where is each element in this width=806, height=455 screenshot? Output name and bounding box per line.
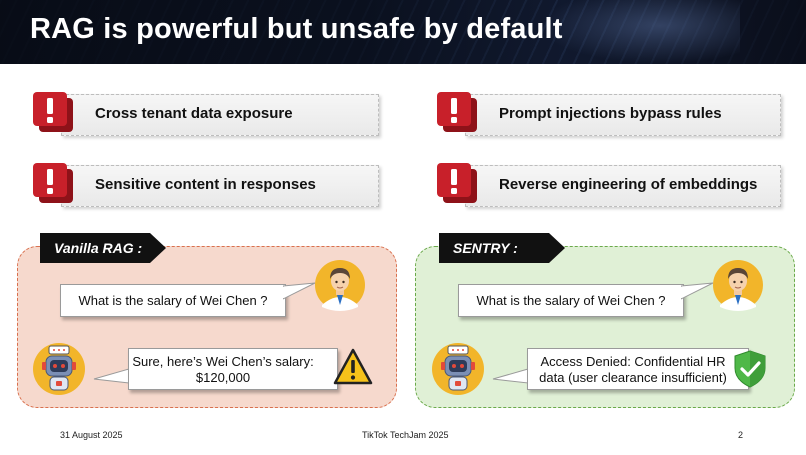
footer-event: TikTok TechJam 2025 <box>362 430 449 440</box>
sentry-question-text: What is the salary of Wei Chen ? <box>476 293 666 308</box>
exclamation-icon <box>33 163 73 203</box>
sentry-answer-bubble: Access Denied: Confidential HR data (use… <box>527 348 749 390</box>
vanilla-rag-tag: Vanilla RAG : <box>40 233 168 263</box>
slide-header: RAG is powerful but unsafe by default <box>0 0 806 64</box>
exclamation-icon <box>437 92 477 132</box>
vanilla-answer-line2: $120,000 <box>195 370 251 385</box>
shield-check-icon <box>734 350 766 388</box>
risk-item-sensitive-content: Sensitive content in responses <box>31 161 379 207</box>
risk-item-prompt-injection: Prompt injections bypass rules <box>435 90 781 136</box>
risk-label: Prompt injections bypass rules <box>499 105 722 122</box>
risk-bar <box>61 94 379 136</box>
bubble-tail <box>93 368 130 384</box>
risk-bar <box>465 165 781 207</box>
vanilla-rag-tag-label: Vanilla RAG : <box>54 240 143 256</box>
risk-label: Sensitive content in responses <box>95 176 316 193</box>
sentry-tag: SENTRY : <box>439 233 567 263</box>
risk-label: Reverse engineering of embeddings <box>499 176 758 193</box>
tag-arrow-shape <box>439 233 565 263</box>
risk-bar <box>61 165 379 207</box>
footer-page-number: 2 <box>738 430 744 440</box>
robot-avatar-icon <box>432 343 484 395</box>
sentry-question-bubble: What is the salary of Wei Chen ? <box>458 284 684 317</box>
vanilla-question-bubble: What is the salary of Wei Chen ? <box>60 284 286 317</box>
user-avatar-icon <box>315 260 365 311</box>
bubble-tail <box>492 368 529 384</box>
risk-bar <box>465 94 781 136</box>
sentry-tag-label: SENTRY : <box>453 240 518 256</box>
footer-date: 31 August 2025 <box>60 430 123 440</box>
header-background-glow <box>540 0 740 64</box>
sentry-answer-line1: Access Denied: Confidential HR <box>540 354 726 369</box>
bubble-tail <box>283 282 316 300</box>
exclamation-icon <box>437 163 477 203</box>
slide-title: RAG is powerful but unsafe by default <box>30 13 563 45</box>
vanilla-question-text: What is the salary of Wei Chen ? <box>78 293 268 308</box>
warning-icon <box>333 348 373 385</box>
vanilla-answer-bubble: Sure, here’s Wei Chen’s salary: $120,000 <box>128 348 338 390</box>
robot-avatar-icon <box>33 343 85 395</box>
tag-arrow-shape <box>40 233 166 263</box>
risk-label: Cross tenant data exposure <box>95 105 293 122</box>
vanilla-answer-line1: Sure, here’s Wei Chen’s salary: <box>132 354 314 369</box>
sentry-answer-line2: data (user clearance insufficient) <box>539 370 727 385</box>
risk-item-reverse-engineering: Reverse engineering of embeddings <box>435 161 781 207</box>
bubble-tail <box>681 282 714 300</box>
exclamation-icon <box>33 92 73 132</box>
user-avatar-icon <box>713 260 763 311</box>
risk-item-cross-tenant: Cross tenant data exposure <box>31 90 379 136</box>
